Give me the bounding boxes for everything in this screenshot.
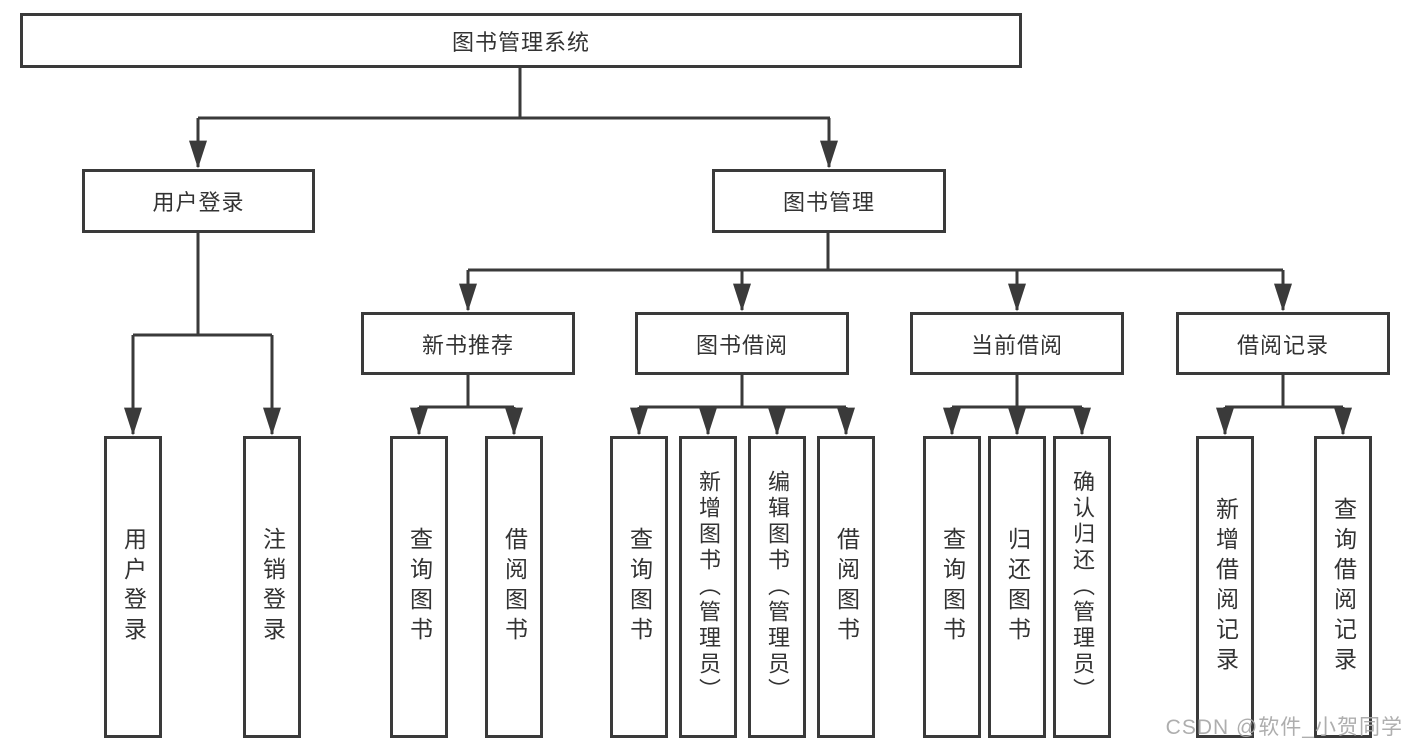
node-book-borrowing: 图书借阅 <box>635 312 849 375</box>
leaf-query-book-recommend: 查询图书 <box>390 436 448 738</box>
leaf-return-book: 归还图书 <box>988 436 1046 738</box>
node-user-login: 用户登录 <box>82 169 315 233</box>
leaf-query-book-current-label: 查询图书 <box>939 527 966 647</box>
leaf-add-book-admin: 新增图书（管理员） <box>679 436 737 738</box>
leaf-borrow-book: 借阅图书 <box>817 436 875 738</box>
leaf-logout-label: 注销登录 <box>259 527 286 647</box>
leaf-query-book-current: 查询图书 <box>923 436 981 738</box>
leaf-add-borrow-record-label: 新增借阅记录 <box>1212 497 1239 677</box>
leaf-edit-book-admin: 编辑图书（管理员） <box>748 436 806 738</box>
node-new-book-recommend: 新书推荐 <box>361 312 575 375</box>
leaf-query-book-recommend-label: 查询图书 <box>406 527 433 647</box>
leaf-query-book-borrowing: 查询图书 <box>610 436 668 738</box>
node-new-book-recommend-label: 新书推荐 <box>421 332 514 358</box>
leaf-edit-book-admin-label: 编辑图书（管理员） <box>765 470 790 704</box>
leaf-query-borrow-record-label: 查询借阅记录 <box>1330 497 1357 677</box>
csdn-watermark: CSDN @软件_小贺同学 <box>1165 716 1403 739</box>
leaf-confirm-return-admin: 确认归还（管理员） <box>1053 436 1111 738</box>
leaf-user-login-label: 用户登录 <box>120 527 147 647</box>
leaf-user-login: 用户登录 <box>104 436 162 738</box>
leaf-query-borrow-record: 查询借阅记录 <box>1314 436 1372 738</box>
node-book-management-label: 图书管理 <box>782 190 875 215</box>
leaf-add-book-admin-label: 新增图书（管理员） <box>696 470 721 704</box>
leaf-borrow-book-recommend-label: 借阅图书 <box>501 527 528 647</box>
leaf-borrow-book-label: 借阅图书 <box>833 527 860 647</box>
leaf-borrow-book-recommend: 借阅图书 <box>485 436 543 738</box>
node-borrowing-records-label: 借阅记录 <box>1236 332 1329 358</box>
leaf-query-book-borrowing-label: 查询图书 <box>626 527 653 647</box>
node-book-management: 图书管理 <box>712 169 946 233</box>
node-book-borrowing-label: 图书借阅 <box>695 332 788 358</box>
node-current-borrowing: 当前借阅 <box>910 312 1124 375</box>
node-current-borrowing-label: 当前借阅 <box>970 332 1063 358</box>
node-borrowing-records: 借阅记录 <box>1176 312 1390 375</box>
node-root-system: 图书管理系统 <box>20 13 1022 68</box>
leaf-add-borrow-record: 新增借阅记录 <box>1196 436 1254 738</box>
leaf-logout: 注销登录 <box>243 436 301 738</box>
leaf-confirm-return-admin-label: 确认归还（管理员） <box>1070 470 1095 704</box>
leaf-return-book-label: 归还图书 <box>1004 527 1031 647</box>
node-root-label: 图书管理系统 <box>451 29 590 55</box>
node-user-login-label: 用户登录 <box>152 190 245 215</box>
